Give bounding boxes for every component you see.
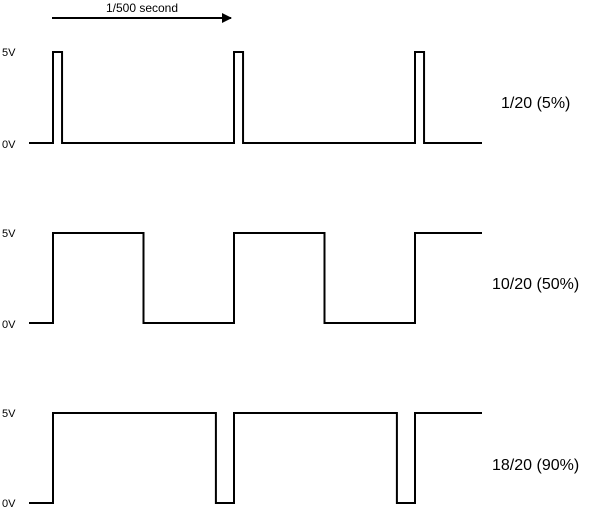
low-voltage-label: 0V (2, 319, 16, 331)
pwm-waveform-90-percent (29, 412, 482, 504)
low-voltage-label: 0V (2, 139, 16, 151)
waveform-group-1: 5V 0V 1/20 (5%) (2, 47, 570, 151)
high-voltage-label: 5V (2, 228, 16, 240)
low-voltage-label: 0V (2, 498, 16, 509)
duty-cycle-label-3: 18/20 (90%) (492, 457, 579, 474)
high-voltage-label: 5V (2, 408, 16, 420)
pwm-waveform-5-percent (29, 51, 482, 144)
duty-cycle-label-2: 10/20 (50%) (492, 276, 579, 293)
pwm-waveform-50-percent (29, 232, 482, 324)
duty-cycle-label-1: 1/20 (5%) (501, 95, 570, 112)
waveform-group-2: 5V 0V 10/20 (50%) (2, 228, 579, 331)
high-voltage-label: 5V (2, 47, 16, 59)
period-label: 1/500 second (106, 1, 178, 15)
waveform-group-3: 5V 0V 18/20 (90%) (2, 408, 579, 509)
